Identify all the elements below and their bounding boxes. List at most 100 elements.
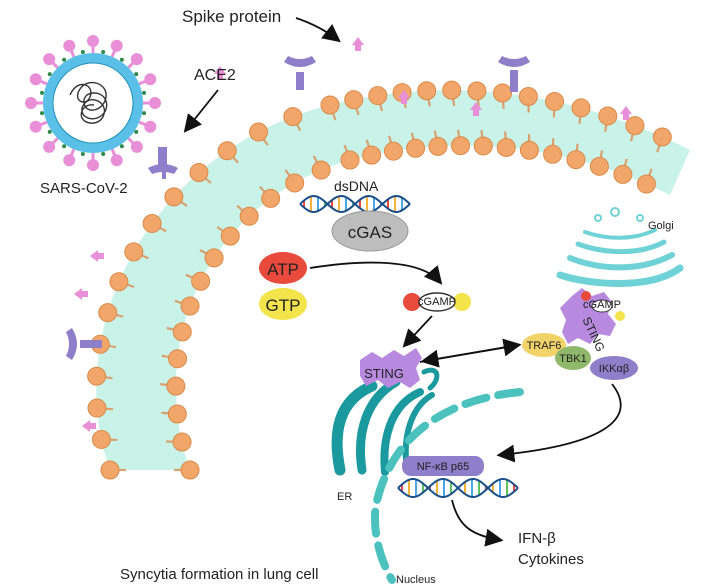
lipid-head [320, 95, 340, 115]
nucleus-label: Nucleus [396, 574, 436, 586]
virus-surface-dot [47, 72, 52, 77]
lipid-head [168, 349, 188, 369]
virus-spike-head [63, 154, 76, 167]
virus-spike-head [110, 154, 123, 167]
viral-rna-coil [69, 81, 108, 124]
lipid-head [566, 150, 586, 170]
lipid-head [519, 140, 539, 160]
gtp-label: GTP [266, 296, 301, 315]
tbk1-label: TBK1 [559, 353, 587, 365]
cgamp-molecule [418, 292, 456, 312]
lipid-head [172, 432, 192, 452]
ace2-receptor [66, 328, 102, 360]
virus-surface-dot [39, 111, 44, 116]
lipid-head [100, 460, 120, 480]
transcription-arrow [451, 499, 504, 547]
virus-spike-head [87, 159, 99, 171]
virus-surface-dot [119, 57, 124, 62]
lipid-head [417, 81, 437, 101]
lipid-head [217, 141, 237, 161]
lipid-head [204, 248, 224, 268]
nuclear-dna-helix [397, 478, 519, 498]
virus-surface-dot [134, 72, 139, 77]
lipid-head [172, 322, 192, 342]
virus-spike-head [130, 53, 143, 66]
cgamp-red-dot [403, 293, 421, 311]
lipid-head [518, 86, 538, 106]
dsdna-helix [299, 194, 411, 214]
nucleus-envelope [371, 388, 524, 584]
virus-envelope [43, 53, 143, 153]
lipid-head [87, 398, 107, 418]
lipid-head [598, 106, 618, 126]
sting-er-label: STING [364, 366, 404, 381]
lipid-head [180, 296, 200, 316]
lipid-head [220, 226, 240, 246]
virus-surface-dot [119, 144, 124, 149]
lipid-head [285, 173, 305, 193]
lipid-head [467, 81, 487, 101]
sars-cov-2-virus [25, 35, 161, 171]
lipid-head [406, 138, 426, 158]
lipid-head [344, 90, 364, 110]
traf6-label: TRAF6 [527, 340, 562, 352]
lipid-head [311, 160, 331, 180]
virus-spike-head [144, 73, 157, 86]
virus-spike-proteins [25, 35, 161, 171]
er-label: ER [337, 491, 352, 503]
virus-surface-dot [47, 129, 52, 134]
cgas-enzyme [331, 210, 409, 252]
lipid-head [652, 127, 672, 147]
lipid-head [191, 271, 211, 291]
atp-molecule [259, 252, 307, 284]
virus-surface-dot [101, 49, 106, 54]
cytokines-label: Cytokines [518, 551, 584, 568]
ikk-to-nfkb-arrow [496, 383, 622, 463]
lipid-head [124, 242, 144, 262]
ifn-label: IFN-β [518, 530, 556, 547]
caption: Syncytia formation in lung cell [120, 566, 318, 583]
sting-return-arrow [420, 344, 521, 368]
lipid-head [249, 122, 269, 142]
lipid-head [164, 187, 184, 207]
virus-spike-head [144, 120, 157, 133]
lipid-head [636, 174, 656, 194]
lipid-head [109, 272, 129, 292]
lipid-bilayer [87, 80, 672, 480]
lipid-head [166, 376, 186, 396]
ace2-receptor [498, 56, 530, 92]
dna-strand [299, 194, 411, 214]
lipid-head [543, 144, 563, 164]
lipid-head [283, 107, 303, 127]
lipid-head [142, 213, 162, 233]
dsdna-label: dsDNA [334, 178, 379, 194]
lipid-head [362, 145, 382, 165]
virus-spike-head [63, 39, 76, 52]
dna-strand [397, 478, 519, 498]
virus-surface-dot [142, 90, 147, 95]
golgi-cgamp-label: cGAMP [583, 299, 621, 311]
lipid-head [180, 460, 200, 480]
virus-spike-head [29, 73, 42, 86]
lipid-head [189, 163, 209, 183]
virus-spike-head [130, 140, 143, 153]
lipid-head [493, 83, 512, 103]
tbk1-protein [555, 346, 591, 370]
golgi-cgamp-yellow [615, 311, 625, 321]
golgi-cgamp-red [581, 291, 591, 301]
lipid-head [589, 156, 609, 176]
cell-membrane [96, 90, 691, 471]
cgamp-to-sting-arrow [402, 315, 433, 348]
nfkb-protein [402, 456, 484, 476]
lipid-head [571, 98, 591, 118]
virus-spike-head [43, 53, 56, 66]
ace2-arrow [183, 89, 219, 133]
lipid-head [496, 138, 516, 157]
lipid-head [545, 91, 565, 111]
ikk-protein [590, 356, 638, 380]
virus-surface-dot [142, 111, 147, 116]
lipid-head [239, 206, 259, 226]
lipid-head [613, 164, 633, 184]
virus-surface-dot [80, 152, 85, 157]
